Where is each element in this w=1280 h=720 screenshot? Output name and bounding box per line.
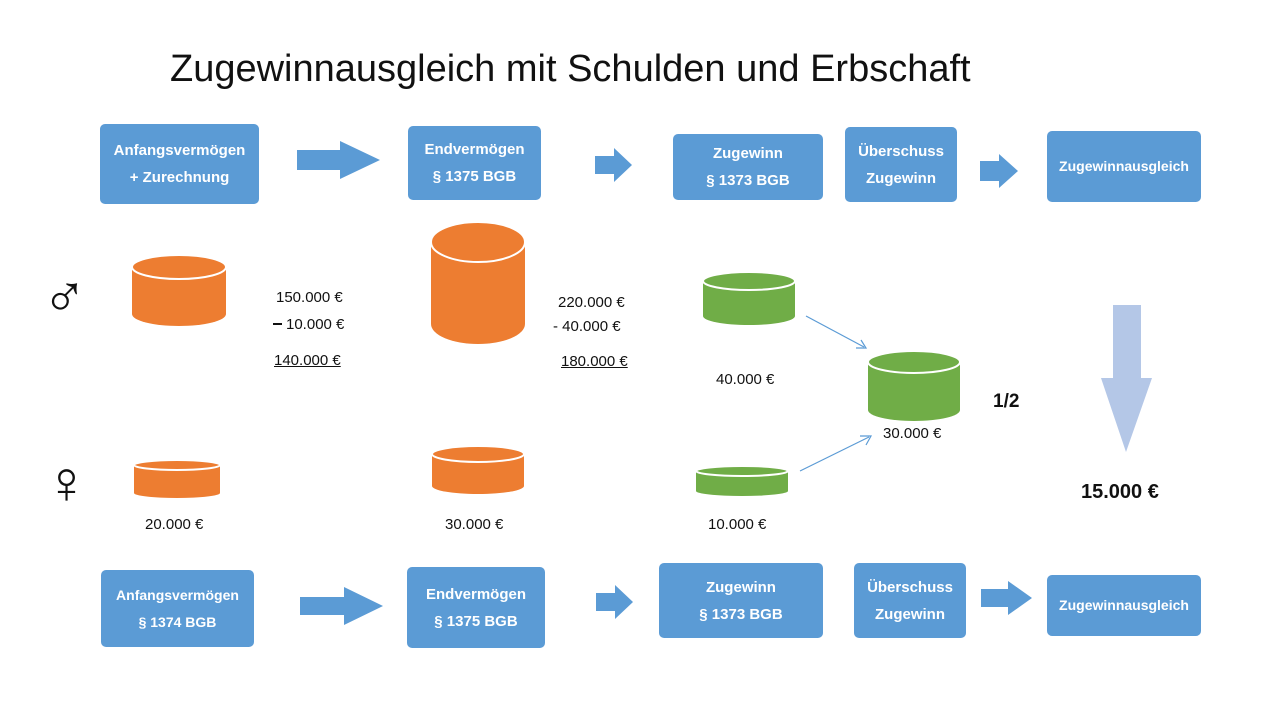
page-title: Zugewinnausgleich mit Schulden und Erbsc… bbox=[170, 48, 971, 90]
box-zugewinnausgleich-top: Zugewinnausgleich bbox=[1047, 131, 1201, 202]
box-endvermoegen-bottom: Endvermögen § 1375 BGB bbox=[407, 567, 545, 648]
block-arrow-right bbox=[595, 148, 632, 182]
value-difference: 30.000 € bbox=[883, 425, 942, 442]
box-zugewinn-top: Zugewinn § 1373 BGB bbox=[673, 134, 823, 200]
cylinder-woman-end bbox=[431, 445, 525, 494]
factor-half: 1/2 bbox=[993, 391, 1020, 412]
box-zugewinnausgleich-bottom: Zugewinnausgleich bbox=[1047, 575, 1201, 636]
box-label-2: § 1375 BGB bbox=[434, 612, 518, 630]
female-symbol-icon: ♀ bbox=[44, 449, 89, 516]
value-man-end-result: 180.000 € bbox=[561, 353, 628, 370]
block-arrow-right bbox=[297, 141, 380, 179]
value-man-end-minus: - 40.000 € bbox=[553, 318, 621, 335]
block-arrow-right bbox=[981, 581, 1032, 615]
box-label-2: § 1373 BGB bbox=[699, 605, 783, 623]
box-label-1: Zugewinnausgleich bbox=[1059, 158, 1189, 174]
connector-arrow bbox=[805, 315, 868, 349]
box-label-2: § 1375 BGB bbox=[432, 168, 517, 185]
box-label-1: Zugewinn bbox=[712, 145, 783, 162]
value-man-anfang: 150.000 € bbox=[276, 289, 343, 306]
result-value: 15.000 € bbox=[1081, 481, 1159, 503]
box-label-1: Zugewinnausgleich bbox=[1059, 597, 1189, 613]
box-label-1: Anfangsvermögen bbox=[113, 142, 246, 159]
cylinder-man-end bbox=[430, 221, 526, 344]
value-man-anfang-minus: 10.000 € bbox=[286, 316, 345, 333]
box-anfangsvermoegen-zurechnung: Anfangsvermögen + Zurechnung bbox=[100, 124, 259, 204]
box-anfangsvermoegen-bottom: Anfangsvermögen § 1374 BGB bbox=[101, 570, 254, 647]
box-label-2: § 1374 BGB bbox=[138, 613, 217, 630]
connector-arrow bbox=[799, 435, 873, 472]
value-man-anfang-result: 140.000 € bbox=[274, 352, 341, 369]
block-arrow-down bbox=[1101, 305, 1152, 452]
value-woman-zugewinn: 10.000 € bbox=[708, 516, 767, 533]
male-symbol-icon: ♂ bbox=[42, 263, 87, 330]
box-zugewinn-bottom: Zugewinn § 1373 BGB bbox=[659, 563, 823, 638]
box-label-2: + Zurechnung bbox=[129, 169, 230, 186]
cylinder-man-anfang bbox=[131, 254, 227, 326]
cylinder-woman-anfang bbox=[133, 459, 221, 498]
box-label-1: Endvermögen bbox=[424, 141, 525, 158]
box-label-1: Überschuss bbox=[858, 142, 944, 160]
block-arrow-right bbox=[980, 154, 1018, 188]
box-label-1: Zugewinn bbox=[705, 578, 776, 596]
box-endvermoegen-top: Endvermögen § 1375 BGB bbox=[408, 126, 541, 200]
value-woman-anfang: 20.000 € bbox=[145, 516, 204, 533]
box-label-1: Endvermögen bbox=[425, 585, 527, 603]
box-label-1: Anfangsvermögen bbox=[116, 586, 239, 603]
box-label-2: Zugewinn bbox=[875, 605, 945, 623]
cylinder-woman-zugewinn bbox=[695, 465, 789, 496]
block-arrow-right bbox=[300, 587, 383, 625]
value-man-end: 220.000 € bbox=[558, 294, 625, 311]
block-arrow-right bbox=[596, 585, 633, 619]
cylinder-man-zugewinn bbox=[702, 271, 796, 325]
value-woman-end: 30.000 € bbox=[445, 516, 504, 533]
box-label-2: Zugewinn bbox=[866, 169, 936, 187]
value-man-zugewinn: 40.000 € bbox=[716, 371, 775, 388]
box-label-2: § 1373 BGB bbox=[706, 172, 790, 189]
box-label-1: Überschuss bbox=[867, 578, 953, 596]
cylinder-difference bbox=[867, 350, 961, 421]
